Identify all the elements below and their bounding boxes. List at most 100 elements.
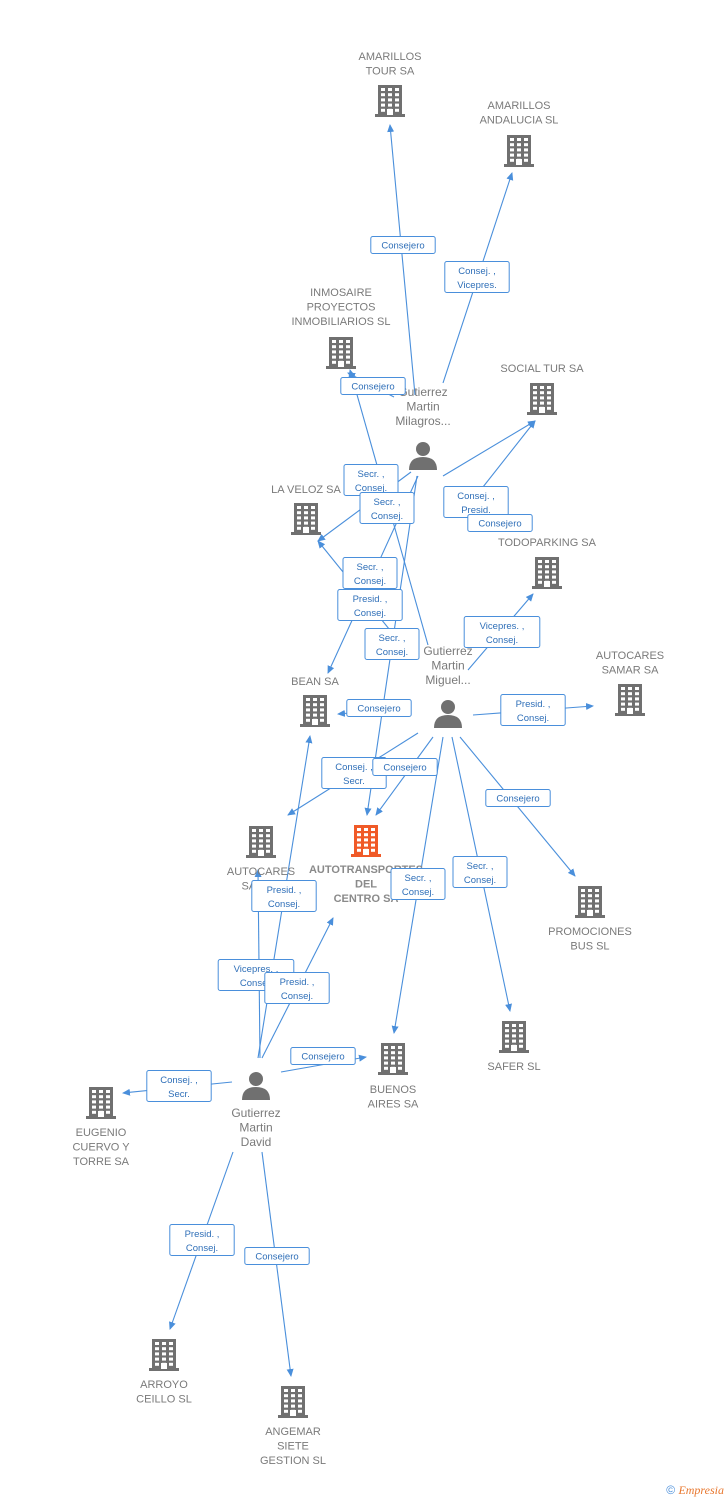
relation-box xyxy=(290,1047,356,1065)
relation-text: Secr. xyxy=(168,1089,190,1100)
relation-box xyxy=(463,616,541,648)
relation-text: Consej. xyxy=(281,991,313,1002)
relation-text: Consejero xyxy=(351,382,394,393)
relation-label[interactable]: Secr. , Consej. xyxy=(359,492,415,524)
building-icon xyxy=(527,383,557,415)
relation-label[interactable]: Presid. , Consej. xyxy=(500,694,566,726)
relation-label[interactable]: Presid. ,Consej. xyxy=(337,589,403,621)
node-label-line: Gutierrez xyxy=(423,644,472,658)
building-icon xyxy=(351,825,381,857)
relation-label[interactable]: Secr. ,Consej. xyxy=(343,464,399,496)
relation-box xyxy=(342,557,398,589)
node-label-line: LA VELOZ SA xyxy=(271,484,341,496)
relation-text: Consej. xyxy=(517,713,549,724)
node-gm-milagros[interactable]: GutierrezMartinMilagros... xyxy=(395,385,451,470)
relation-text: Consej. xyxy=(371,511,403,522)
relation-box xyxy=(359,492,415,524)
relation-label[interactable]: Consejero xyxy=(244,1247,310,1265)
relation-box xyxy=(346,699,412,717)
node-gm-miguel[interactable]: GutierrezMartinMiguel... xyxy=(423,644,473,728)
relation-label[interactable]: Consejero xyxy=(290,1047,356,1065)
building-icon xyxy=(375,85,405,117)
node-label-line: PROYECTOS xyxy=(307,302,376,314)
person-icon xyxy=(242,1072,270,1100)
relation-label[interactable]: Consej. ,Vicepres. xyxy=(444,261,510,293)
relation-text: Consej. xyxy=(355,483,387,494)
relation-text: Consej. xyxy=(376,647,408,658)
relation-label[interactable]: Consejero xyxy=(467,514,533,532)
relation-box xyxy=(364,628,420,660)
relation-box xyxy=(244,1247,310,1265)
building-icon xyxy=(532,557,562,589)
building-icon xyxy=(86,1087,116,1119)
relation-text: Consejero xyxy=(496,794,539,805)
node-safer[interactable]: SAFER SL xyxy=(487,1021,541,1073)
building-icon xyxy=(378,1043,408,1075)
node-label-line: INMOBILIARIOS SL xyxy=(291,316,390,328)
node-label-line: Martin xyxy=(239,1121,272,1135)
building-icon xyxy=(149,1339,179,1371)
relation-label[interactable]: Consejero xyxy=(370,236,436,254)
relation-label[interactable]: Presid. ,Consej. xyxy=(251,880,317,912)
node-label-line: TOUR SA xyxy=(366,66,415,78)
node-label-line: AMARILLOS xyxy=(488,100,551,112)
node-la-veloz[interactable]: LA VELOZ SA xyxy=(271,484,342,535)
node-label-line: David xyxy=(241,1135,272,1149)
node-social-tur[interactable]: SOCIAL TUR SA xyxy=(500,363,584,415)
relation-text: Presid. , xyxy=(280,977,315,988)
node-label-line: SAFER SL xyxy=(487,1061,540,1073)
node-label-line: PROMOCIONES xyxy=(548,926,632,938)
node-label-line: TORRE SA xyxy=(73,1156,130,1168)
node-label-line: Martin xyxy=(406,400,439,414)
relation-text: Presid. , xyxy=(516,699,551,710)
node-label-line: AUTOCARES xyxy=(596,650,664,662)
building-icon xyxy=(615,684,645,716)
relation-text: Presid. , xyxy=(353,594,388,605)
node-label-line: GESTION SL xyxy=(260,1455,326,1467)
relation-text: Consej. xyxy=(186,1243,218,1254)
brand-logo[interactable]: Empresia xyxy=(678,1483,724,1497)
relation-box xyxy=(146,1070,212,1102)
relation-text: Secr. , xyxy=(467,861,494,872)
relation-text: Consejero xyxy=(383,763,426,774)
relation-box xyxy=(452,856,508,888)
relation-text: Presid. xyxy=(461,505,491,516)
relation-label[interactable]: Secr. ,Consej. xyxy=(452,856,508,888)
relation-label[interactable]: Secr. ,Consej. xyxy=(390,868,446,900)
relation-label[interactable]: Secr. ,Consej. xyxy=(342,557,398,589)
node-label-line: TODOPARKING SA xyxy=(498,537,597,549)
node-label-line: ARROYO xyxy=(140,1379,188,1391)
node-todoparking[interactable]: TODOPARKING SA xyxy=(498,537,597,589)
node-bean[interactable]: BEAN SA xyxy=(291,676,340,727)
relation-label[interactable]: Consejero xyxy=(485,789,551,807)
relation-label[interactable]: Presid. ,Consej. xyxy=(169,1224,235,1256)
building-icon xyxy=(300,695,330,727)
relation-label[interactable]: Secr. , Consej. xyxy=(364,628,420,660)
relation-label[interactable]: Consejero xyxy=(346,699,412,717)
relation-text: Consejero xyxy=(357,704,400,715)
relation-label[interactable]: Presid. , Consej. xyxy=(264,972,330,1004)
relation-text: Secr. , xyxy=(379,633,406,644)
relation-label[interactable]: Vicepres. ,Consej. xyxy=(463,616,541,648)
relation-label[interactable]: Consej. ,Presid. xyxy=(443,486,509,518)
relation-label[interactable]: Consej. ,Secr. xyxy=(146,1070,212,1102)
node-label-line: BEAN SA xyxy=(291,676,339,688)
relation-label[interactable]: Consejero xyxy=(340,377,406,395)
building-icon xyxy=(575,886,605,918)
relation-text: Secr. , xyxy=(374,497,401,508)
relation-label[interactable]: Consejero xyxy=(372,758,438,776)
building-icon xyxy=(504,135,534,167)
node-label-line: Miguel... xyxy=(425,673,470,687)
